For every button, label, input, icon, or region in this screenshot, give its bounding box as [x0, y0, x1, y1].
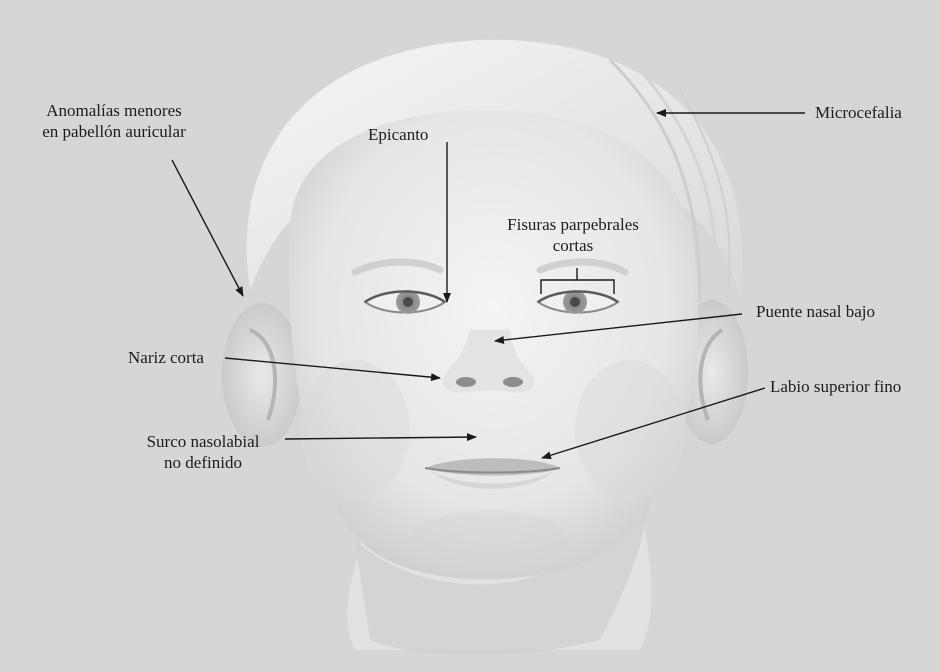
label-anomalias: Anomalías menores en pabellón auricular: [14, 100, 214, 142]
label-microcefalia: Microcefalia: [815, 102, 902, 123]
label-epicanto: Epicanto: [368, 124, 428, 145]
label-fisuras-line1: Fisuras parpebrales: [478, 214, 668, 235]
left-ear: [222, 303, 302, 447]
label-fisuras-line2: cortas: [478, 235, 668, 256]
label-anomalias-line2: en pabellón auricular: [14, 121, 214, 142]
label-labio: Labio superior fino: [770, 376, 901, 397]
label-fisuras: Fisuras parpebrales cortas: [478, 214, 668, 256]
label-surco-line2: no definido: [128, 452, 278, 473]
label-surco-line1: Surco nasolabial: [128, 431, 278, 452]
label-anomalias-line1: Anomalías menores: [14, 100, 214, 121]
label-puente: Puente nasal bajo: [756, 301, 875, 322]
label-nariz: Nariz corta: [128, 347, 204, 368]
label-surco: Surco nasolabial no definido: [128, 431, 278, 473]
leader-anomalias: [172, 160, 243, 296]
